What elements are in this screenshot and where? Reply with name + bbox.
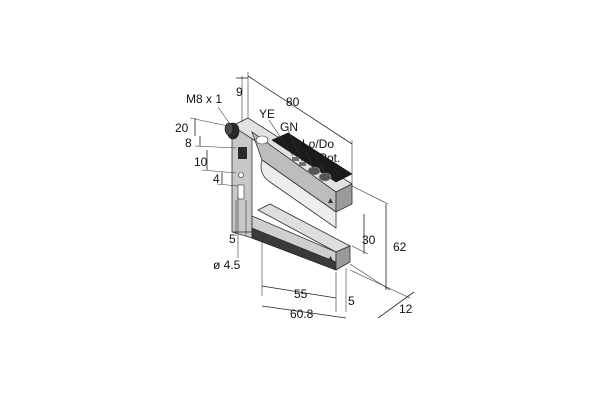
label-hole: ø 4.5 — [213, 258, 241, 272]
dim-55 — [261, 285, 337, 299]
mounting-hole-upper — [238, 172, 244, 178]
top-mounting-hole — [255, 135, 269, 145]
leader-pot — [319, 162, 326, 175]
mounting-slot — [237, 184, 245, 200]
label-gn: GN — [280, 120, 298, 134]
warning-triangle-lower-icon — [328, 256, 333, 261]
sensor-front-plate — [231, 125, 253, 239]
label-thread: M8 x 1 — [186, 92, 222, 106]
ext-20 — [189, 117, 229, 127]
label-pot: Pot. — [319, 151, 340, 165]
dim-80 — [247, 75, 353, 145]
led-yellow-icon — [292, 157, 299, 161]
ext-10 — [201, 169, 237, 174]
label-ye: YE — [259, 107, 275, 121]
led-green-icon — [299, 162, 306, 166]
leader-thread — [217, 106, 231, 125]
potentiometer-icon — [318, 172, 332, 182]
ext-4 — [216, 183, 239, 187]
lo-do-switch-icon — [307, 166, 321, 176]
ext-8 — [194, 145, 237, 149]
label-20: 20 — [175, 121, 189, 135]
label-4: 4 — [213, 172, 220, 186]
label-9: 9 — [236, 85, 243, 99]
upper-arm-end-face — [335, 183, 353, 213]
label-55: 55 — [294, 287, 308, 301]
label-10: 10 — [194, 155, 208, 169]
ext-12 — [349, 269, 411, 299]
dim-60-8 — [261, 305, 347, 319]
m8-connector — [224, 122, 240, 140]
warning-triangle-upper-icon — [328, 198, 333, 203]
front-plate-window — [238, 147, 247, 159]
leader-ye — [268, 119, 294, 157]
label-60-8: 60.8 — [290, 307, 314, 321]
lower-arm-end-face — [335, 245, 351, 271]
label-5-left: 5 — [229, 232, 236, 246]
label-62: 62 — [393, 240, 407, 254]
leader-lo-do — [305, 150, 314, 169]
label-lo-do: Lo/Do — [302, 137, 334, 151]
label-12: 12 — [399, 302, 413, 316]
label-8: 8 — [185, 136, 192, 150]
dim-12 — [377, 291, 415, 319]
label-5-right: 5 — [348, 294, 355, 308]
label-80: 80 — [286, 95, 300, 109]
ext-30-bot — [351, 245, 369, 255]
label-30: 30 — [362, 233, 376, 247]
sensor-slot — [260, 159, 337, 229]
ext-30-top — [351, 185, 389, 205]
leader-gn — [287, 129, 303, 162]
